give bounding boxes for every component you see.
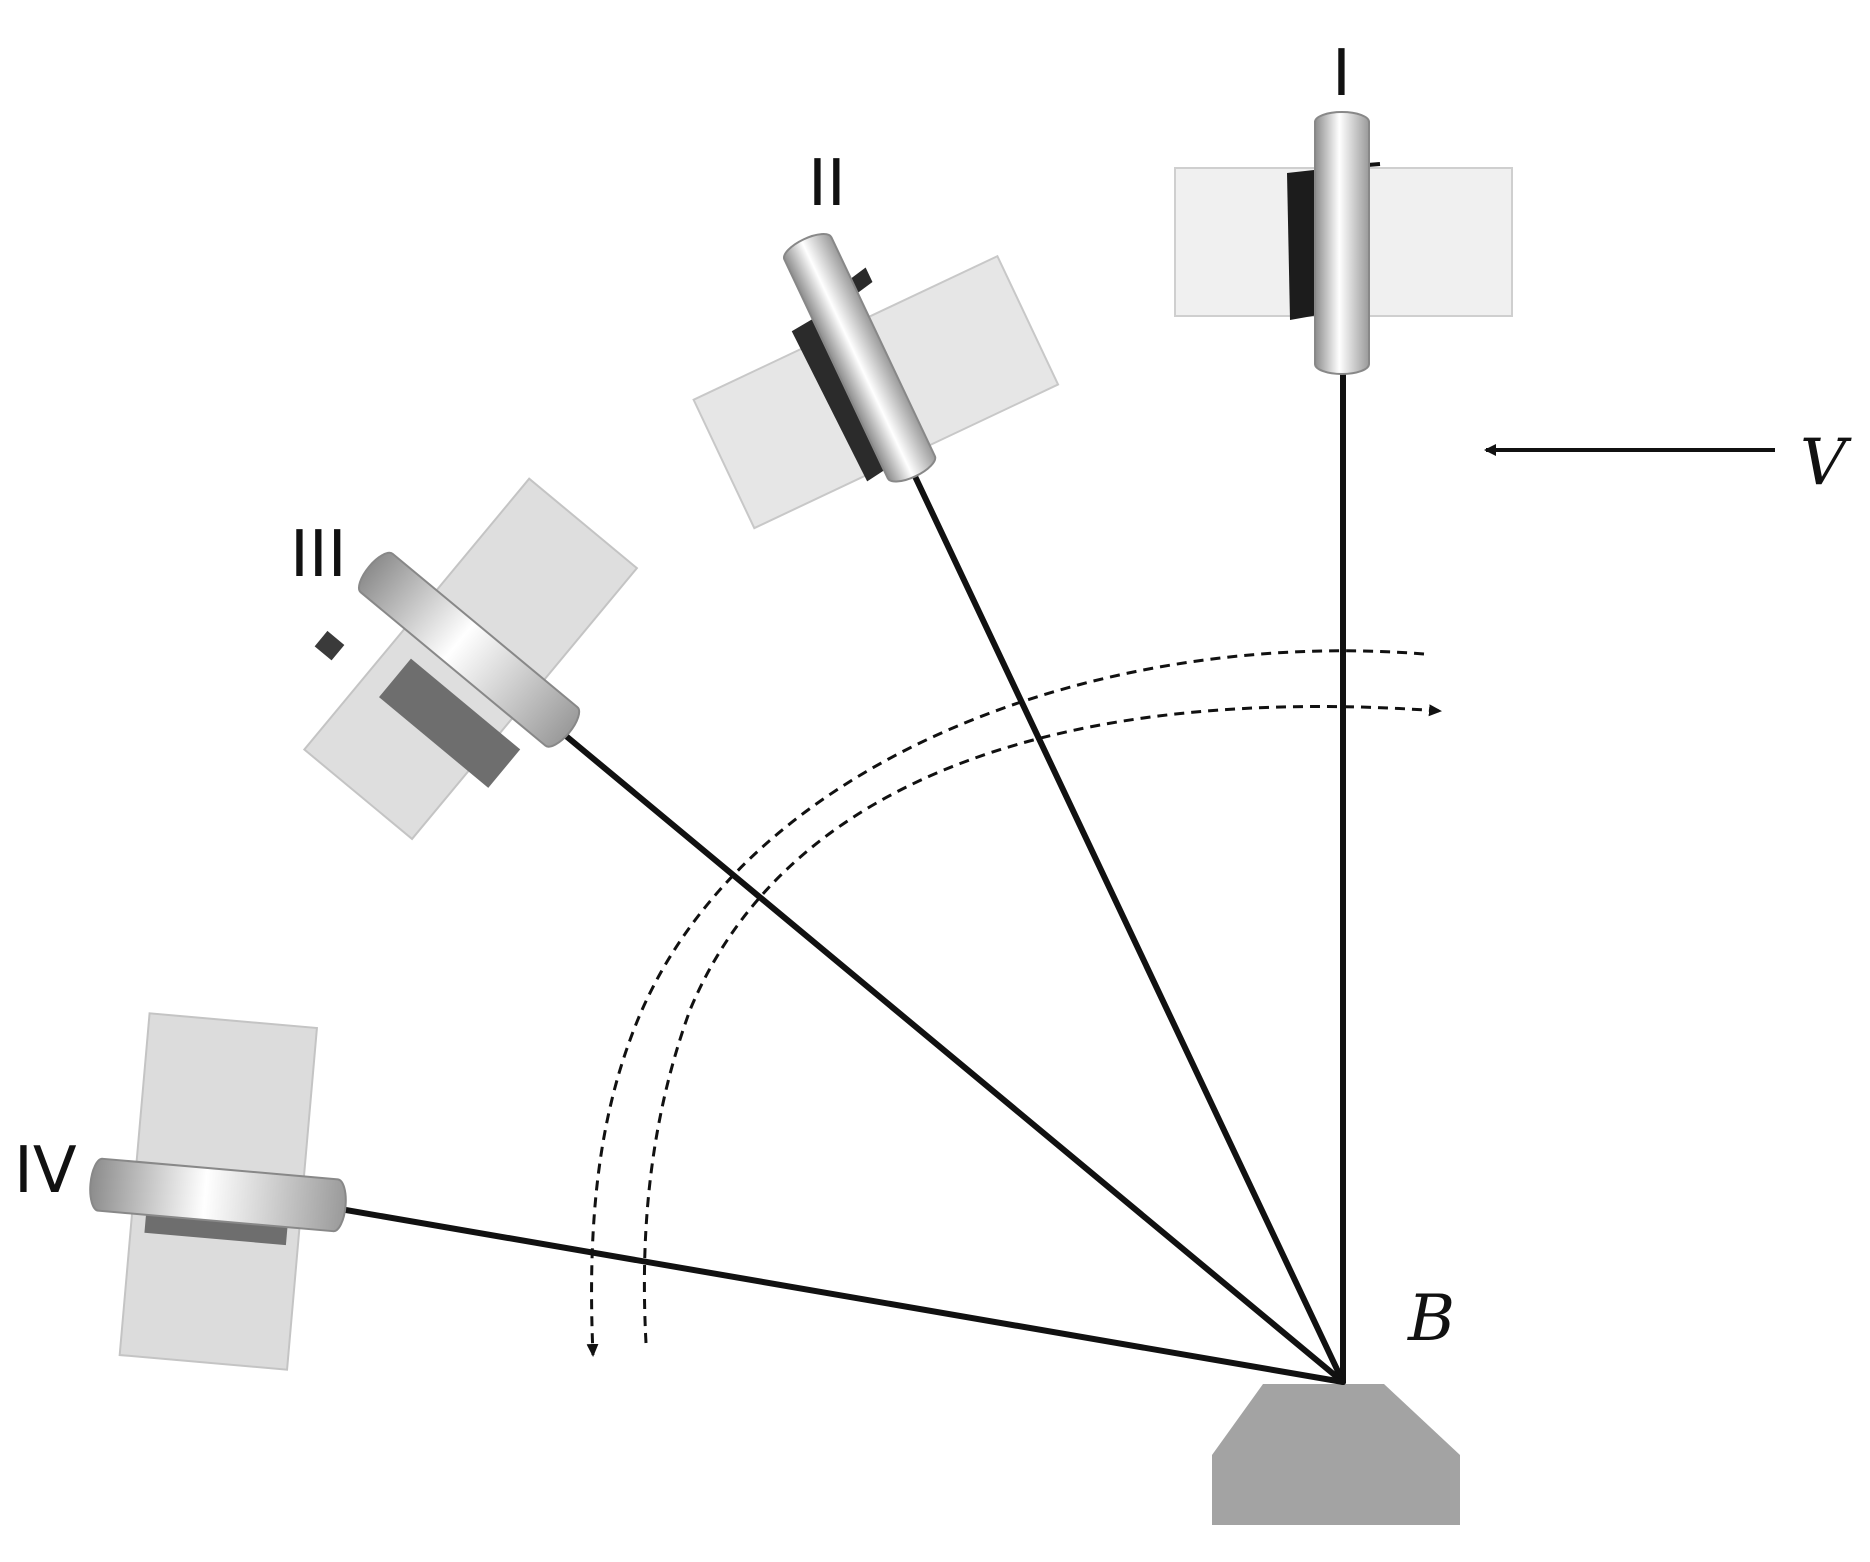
label-velocity: V	[1800, 426, 1852, 500]
rotation-arrows	[586, 649, 1442, 1357]
rotor-position-2	[692, 233, 1060, 530]
label-base: B	[1407, 1282, 1455, 1356]
dark-panel-3	[379, 658, 521, 788]
cylinder-4	[89, 1157, 347, 1233]
rotor-position-1	[1174, 111, 1513, 375]
base-mount	[1212, 1384, 1460, 1525]
label-position-1: I	[1332, 37, 1351, 111]
rod-position-4	[337, 1206, 1346, 1385]
cylinder-1	[1314, 111, 1370, 375]
rods	[337, 370, 1346, 1385]
rod-position-2	[909, 467, 1346, 1385]
rotation-arc-inner	[642, 704, 1442, 1344]
rod-position-3	[563, 733, 1346, 1385]
rotation-arc-outer	[586, 649, 1425, 1357]
cylinder-3	[358, 551, 581, 748]
cylinder-2	[783, 233, 937, 483]
label-position-3: III	[290, 518, 347, 592]
label-position-2: II	[808, 147, 846, 221]
label-position-4: IV	[14, 1134, 77, 1208]
rotor-position-4	[89, 1012, 347, 1371]
rotor-position-3	[302, 477, 639, 841]
